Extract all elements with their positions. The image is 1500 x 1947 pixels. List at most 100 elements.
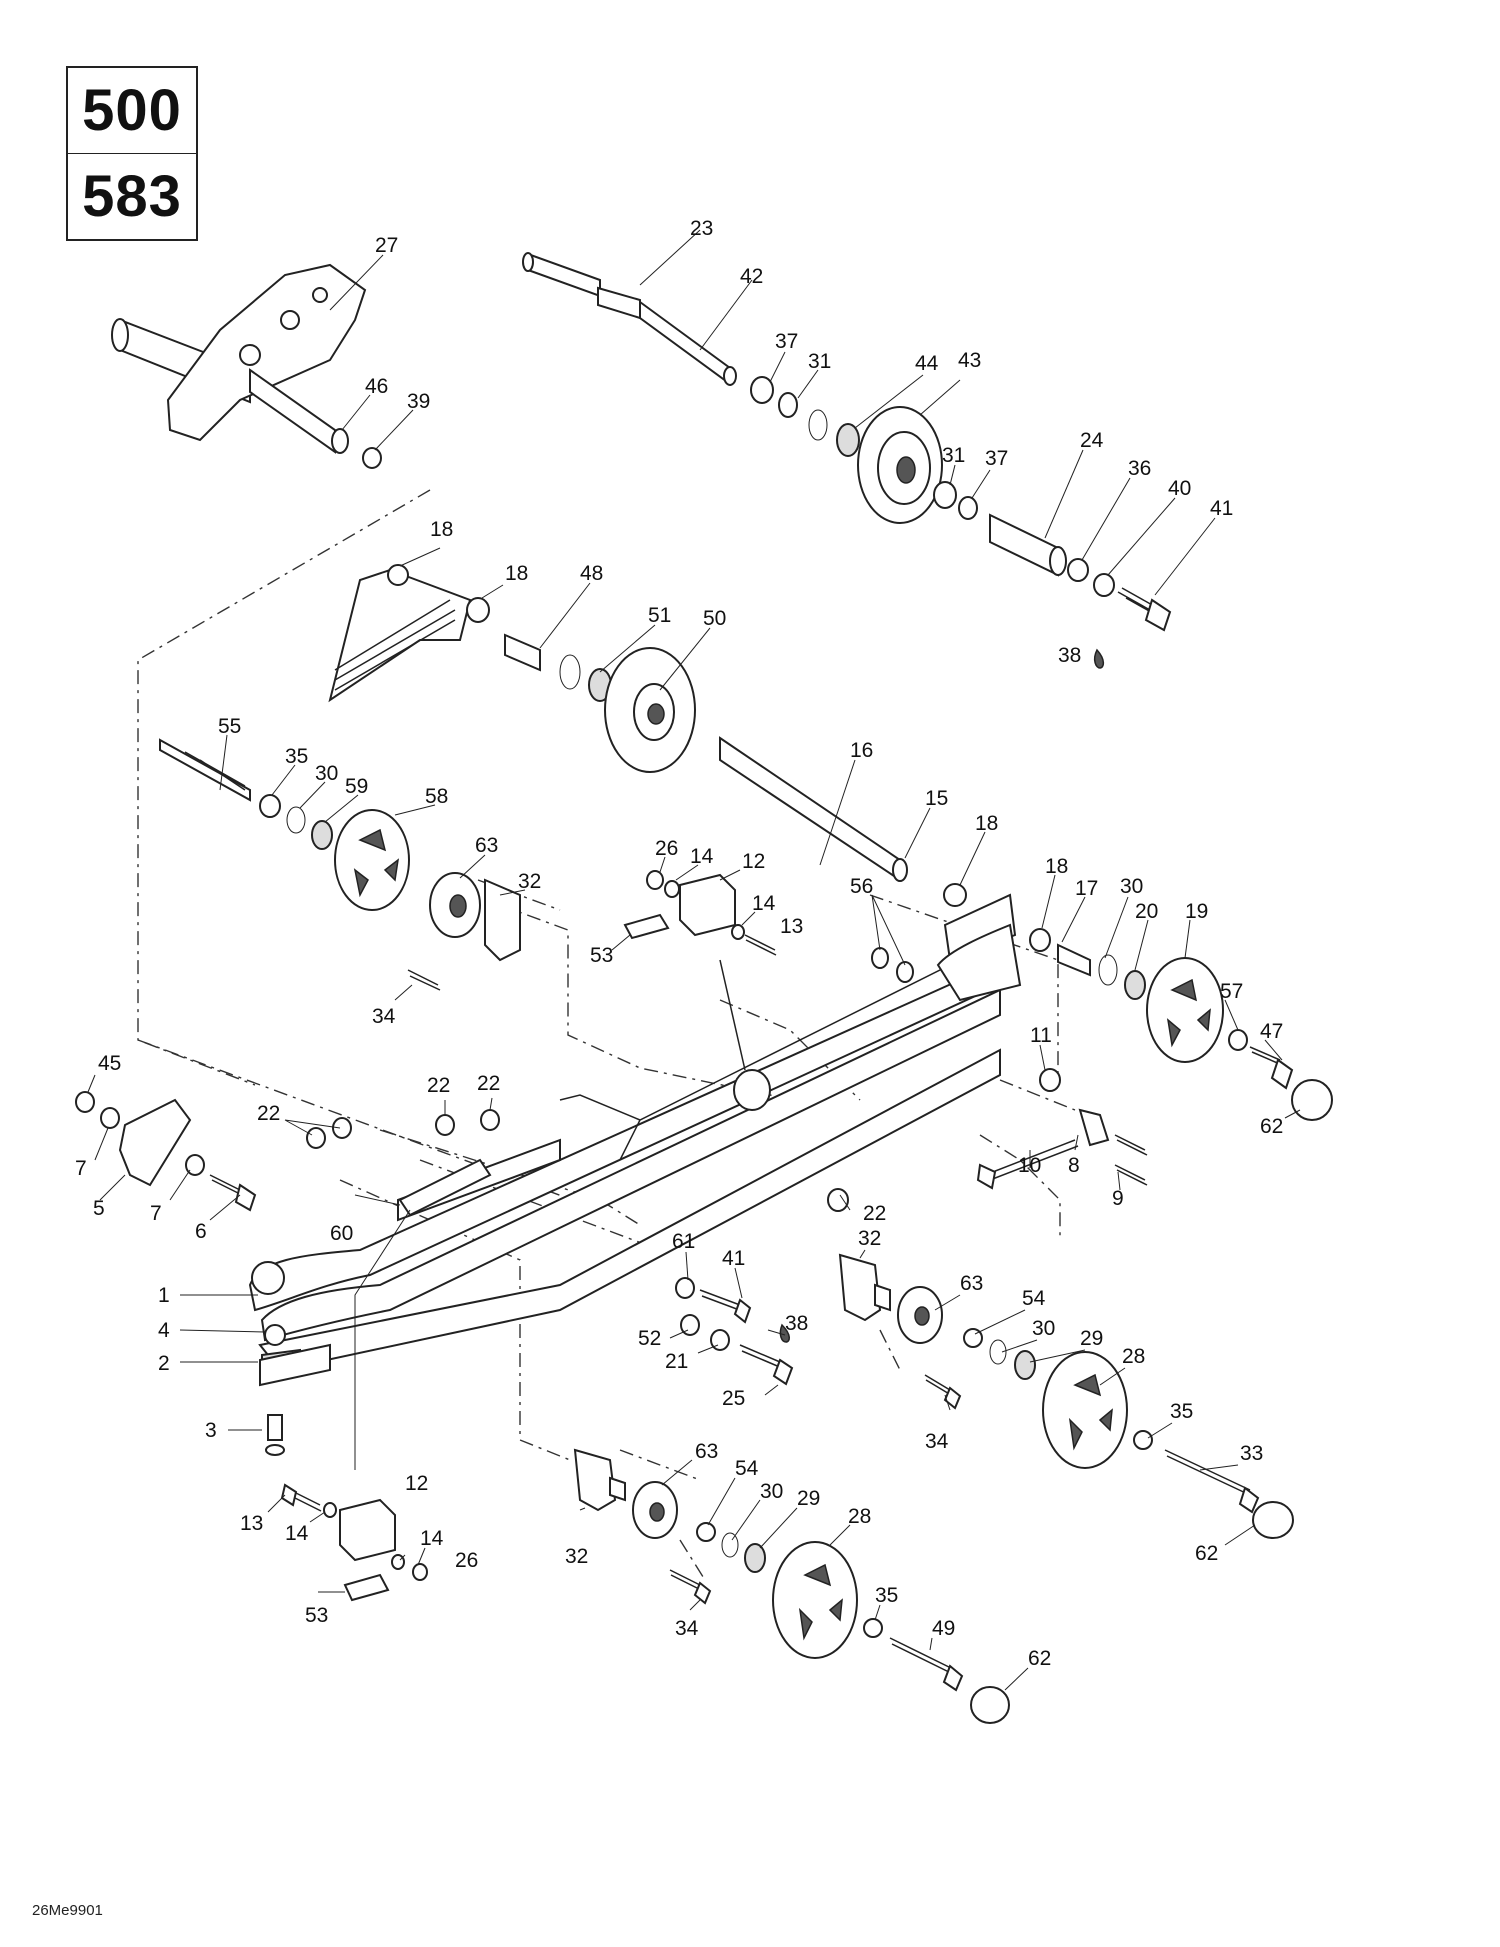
model-label-583: 583 — [66, 153, 198, 241]
callout-14: 14 — [690, 845, 714, 868]
callout-8: 8 — [1068, 1154, 1080, 1177]
callout-63: 63 — [695, 1440, 718, 1463]
callout-62: 62 — [1195, 1542, 1218, 1565]
callout-49: 49 — [932, 1617, 955, 1640]
callout-46: 46 — [365, 375, 388, 398]
callout-44: 44 — [915, 352, 939, 375]
callout-45: 45 — [98, 1052, 121, 1075]
upper-idler-assembly — [522, 252, 1172, 669]
callout-13: 13 — [780, 915, 803, 938]
callout-5: 5 — [93, 1197, 105, 1220]
callout-47: 47 — [1260, 1020, 1283, 1043]
callout-56: 56 — [850, 875, 873, 898]
callout-30: 30 — [1032, 1317, 1055, 1340]
callout-18: 18 — [430, 518, 453, 541]
callout-18: 18 — [1045, 855, 1068, 878]
callout-34: 34 — [675, 1617, 699, 1640]
callout-32: 32 — [518, 870, 541, 893]
callout-29: 29 — [797, 1487, 820, 1510]
callout-7: 7 — [150, 1202, 162, 1225]
callout-59: 59 — [345, 775, 368, 798]
upper-left-wheel-set — [159, 738, 521, 991]
callout-50: 50 — [703, 607, 726, 630]
callout-12: 12 — [742, 850, 765, 873]
callout-63: 63 — [475, 834, 498, 857]
callout-32: 32 — [858, 1227, 881, 1250]
callout-9: 9 — [1112, 1187, 1124, 1210]
callout-28: 28 — [848, 1505, 871, 1528]
callout-41: 41 — [1210, 497, 1233, 520]
callout-14: 14 — [285, 1522, 309, 1545]
callout-38: 38 — [1058, 644, 1081, 667]
callout-62: 62 — [1260, 1115, 1283, 1138]
callout-6: 6 — [195, 1220, 207, 1243]
callout-30: 30 — [760, 1480, 783, 1503]
callout-30: 30 — [1120, 875, 1143, 898]
lower-guide-block — [280, 1483, 428, 1602]
callout-31: 31 — [942, 444, 965, 467]
callout-33: 33 — [1240, 1442, 1263, 1465]
figure-code: 26Me9901 — [32, 1902, 103, 1919]
callout-35: 35 — [875, 1584, 898, 1607]
callout-26: 26 — [655, 837, 678, 860]
callout-34: 34 — [372, 1005, 396, 1028]
callout-28: 28 — [1122, 1345, 1145, 1368]
callout-37: 37 — [775, 330, 798, 353]
callout-23: 23 — [690, 217, 713, 240]
callout-2: 2 — [158, 1352, 170, 1375]
callout-4: 4 — [158, 1319, 170, 1342]
callout-48: 48 — [580, 562, 603, 585]
callout-16: 16 — [850, 739, 873, 762]
leader-lines — [87, 229, 1301, 1691]
callout-30: 30 — [315, 762, 338, 785]
front-slide-end — [251, 1261, 331, 1456]
upper-guide-block — [623, 870, 777, 956]
callout-55: 55 — [218, 715, 241, 738]
callout-39: 39 — [407, 390, 430, 413]
callout-3: 3 — [205, 1419, 217, 1442]
callout-22: 22 — [477, 1072, 500, 1095]
callout-35: 35 — [1170, 1400, 1193, 1423]
callout-35: 35 — [285, 745, 308, 768]
callout-54: 54 — [1022, 1287, 1046, 1310]
callout-32: 32 — [565, 1545, 588, 1568]
callout-53: 53 — [305, 1604, 328, 1627]
callout-61: 61 — [672, 1230, 695, 1253]
callout-26: 26 — [455, 1549, 478, 1572]
rear-arm-assembly — [111, 263, 382, 469]
callout-12: 12 — [405, 1472, 428, 1495]
callout-38: 38 — [785, 1312, 808, 1335]
callout-37: 37 — [985, 447, 1008, 470]
callout-62: 62 — [1028, 1647, 1051, 1670]
callout-51: 51 — [648, 604, 671, 627]
callout-34: 34 — [925, 1430, 949, 1453]
callout-40: 40 — [1168, 477, 1191, 500]
upper-slide-bracket — [328, 564, 967, 907]
callout-60: 60 — [330, 1222, 353, 1245]
callout-7: 7 — [75, 1157, 87, 1180]
callout-22: 22 — [257, 1102, 280, 1125]
callout-29: 29 — [1080, 1327, 1103, 1350]
callout-36: 36 — [1128, 457, 1151, 480]
callout-14: 14 — [752, 892, 776, 915]
callout-25: 25 — [722, 1387, 745, 1410]
callout-63: 63 — [960, 1272, 983, 1295]
callout-18: 18 — [975, 812, 998, 835]
callout-18: 18 — [505, 562, 528, 585]
callout-15: 15 — [925, 787, 948, 810]
callout-13: 13 — [240, 1512, 263, 1535]
callout-52: 52 — [638, 1327, 661, 1350]
callout-22: 22 — [863, 1202, 886, 1225]
callout-21: 21 — [665, 1350, 688, 1373]
callout-14: 14 — [420, 1527, 444, 1550]
callout-20: 20 — [1135, 900, 1158, 923]
callout-57: 57 — [1220, 980, 1243, 1003]
callout-17: 17 — [1075, 877, 1098, 900]
callout-27: 27 — [375, 234, 398, 257]
callout-11: 11 — [1030, 1024, 1052, 1047]
callout-24: 24 — [1080, 429, 1104, 452]
callout-19: 19 — [1185, 900, 1208, 923]
callout-numbers: 23 42 37 31 44 43 31 37 24 36 40 41 38 2… — [75, 217, 1283, 1670]
callout-41: 41 — [722, 1247, 745, 1270]
